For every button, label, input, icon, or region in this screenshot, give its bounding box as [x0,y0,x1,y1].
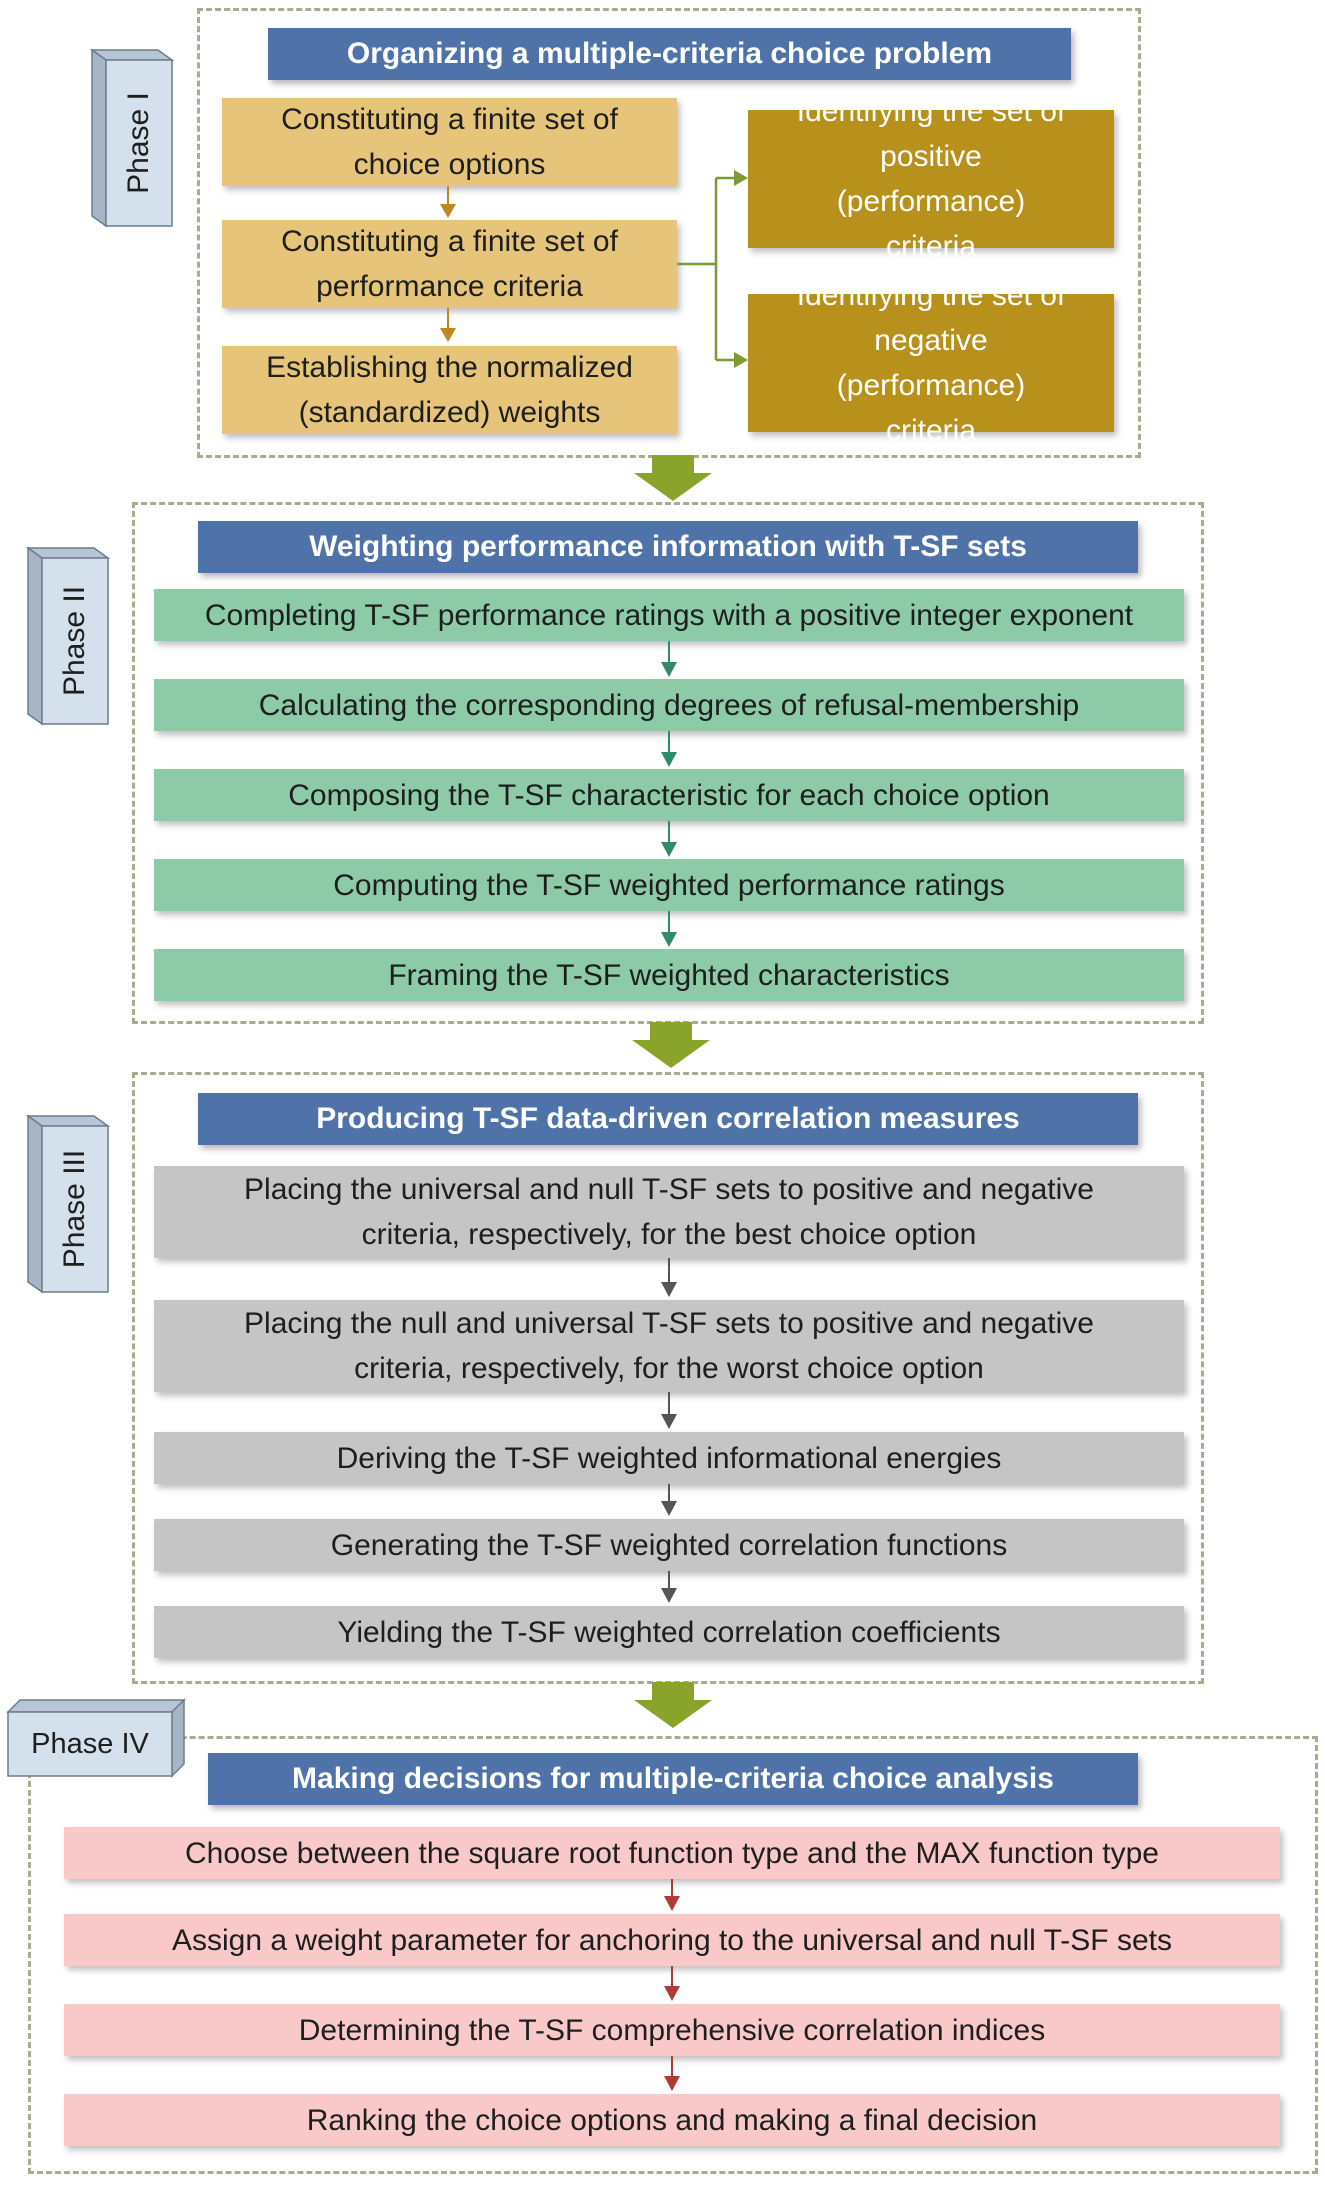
phase-2-step-1: Completing T-SF performance ratings with… [154,589,1184,641]
phase-1-step-2: Constituting a finite set of performance… [222,220,677,308]
phase-4-tab: Phase IV [6,1698,186,1780]
phase-4-step-4: Ranking the choice options and making a … [64,2094,1280,2146]
phase-3-step-2: Placing the null and universal T-SF sets… [154,1300,1184,1392]
phase-arrow-1-2 [634,455,712,501]
phase-arrow-2-3 [632,1022,710,1068]
phase-4-step-2: Assign a weight parameter for anchoring … [64,1914,1280,1966]
phase-1-branch-positive: Identifying the set of positive (perform… [748,95,1114,263]
phase-4-step-1: Choose between the square root function … [64,1827,1280,1879]
phase-3-connectors [661,1258,677,1603]
phase-3-step-3: Deriving the T-SF weighted informational… [154,1432,1184,1484]
phase-2-step-3: Composing the T-SF characteristic for ea… [154,769,1184,821]
phase-3-title: Producing T-SF data-driven correlation m… [198,1093,1138,1145]
phase-2-step-2: Calculating the corresponding degrees of… [154,679,1184,731]
phase-2-step-5: Framing the T-SF weighted characteristic… [154,949,1184,1001]
phase-4-title: Making decisions for multiple-criteria c… [208,1753,1138,1805]
phase-1-tab: Phase I [89,48,176,230]
phase-2-title: Weighting performance information with T… [198,521,1138,573]
phase-1-branch-negative: Identifying the set of negative (perform… [748,279,1114,447]
phase-2-tab: Phase II [25,546,112,728]
phase-4-step-3: Determining the T-SF comprehensive corre… [64,2004,1280,2056]
phase-3-step-4: Generating the T-SF weighted correlation… [154,1519,1184,1571]
phase-2-step-4: Computing the T-SF weighted performance … [154,859,1184,911]
phase-2-connectors [661,641,677,947]
phase-1-step-3: Establishing the normalized (standardize… [222,346,677,434]
phase-arrow-3-4 [634,1682,712,1728]
phase-4-label: Phase IV [31,1727,149,1760]
phase-1-step-1: Constituting a finite set of choice opti… [222,98,677,186]
phase-1-title: Organizing a multiple-criteria choice pr… [268,28,1071,80]
phase-3-step-5: Yielding the T-SF weighted correlation c… [154,1606,1184,1658]
phase-3-tab: Phase III [25,1114,112,1296]
phase-1-connectors [440,170,748,368]
phase-3-step-1: Placing the universal and null T-SF sets… [154,1166,1184,1258]
phase-4-container [28,1736,1318,2174]
